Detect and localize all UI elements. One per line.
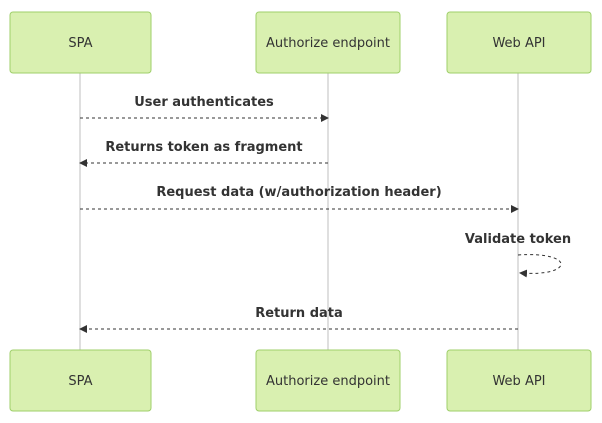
participant-bottom-spa: SPA bbox=[9, 349, 152, 412]
participant-top-authorize-endpoint: Authorize endpoint bbox=[255, 11, 401, 74]
message-request-data: Request data (w/authorization header) bbox=[80, 185, 519, 213]
message-return-data: Return data bbox=[79, 306, 518, 333]
message-label: User authenticates bbox=[134, 95, 274, 110]
message-returns-token: Returns token as fragment bbox=[79, 140, 328, 167]
participant-label: Web API bbox=[492, 374, 545, 389]
participant-label: Authorize endpoint bbox=[266, 36, 390, 51]
participant-bottom-web-api: Web API bbox=[446, 349, 592, 412]
message-validate-token: Validate token bbox=[465, 232, 571, 278]
participant-label: Web API bbox=[492, 36, 545, 51]
participant-top-web-api: Web API bbox=[446, 11, 592, 74]
message-user-authenticates: User authenticates bbox=[80, 95, 329, 122]
message-label: Return data bbox=[255, 306, 343, 321]
participant-bottom-authorize-endpoint: Authorize endpoint bbox=[255, 349, 401, 412]
message-label: Validate token bbox=[465, 232, 571, 247]
message-label: Request data (w/authorization header) bbox=[156, 185, 441, 200]
participant-top-spa: SPA bbox=[9, 11, 152, 74]
message-label: Returns token as fragment bbox=[105, 140, 302, 155]
participant-label: SPA bbox=[68, 36, 92, 51]
self-message-arrow bbox=[517, 254, 562, 278]
participant-label: SPA bbox=[68, 374, 92, 389]
participant-label: Authorize endpoint bbox=[266, 374, 390, 389]
